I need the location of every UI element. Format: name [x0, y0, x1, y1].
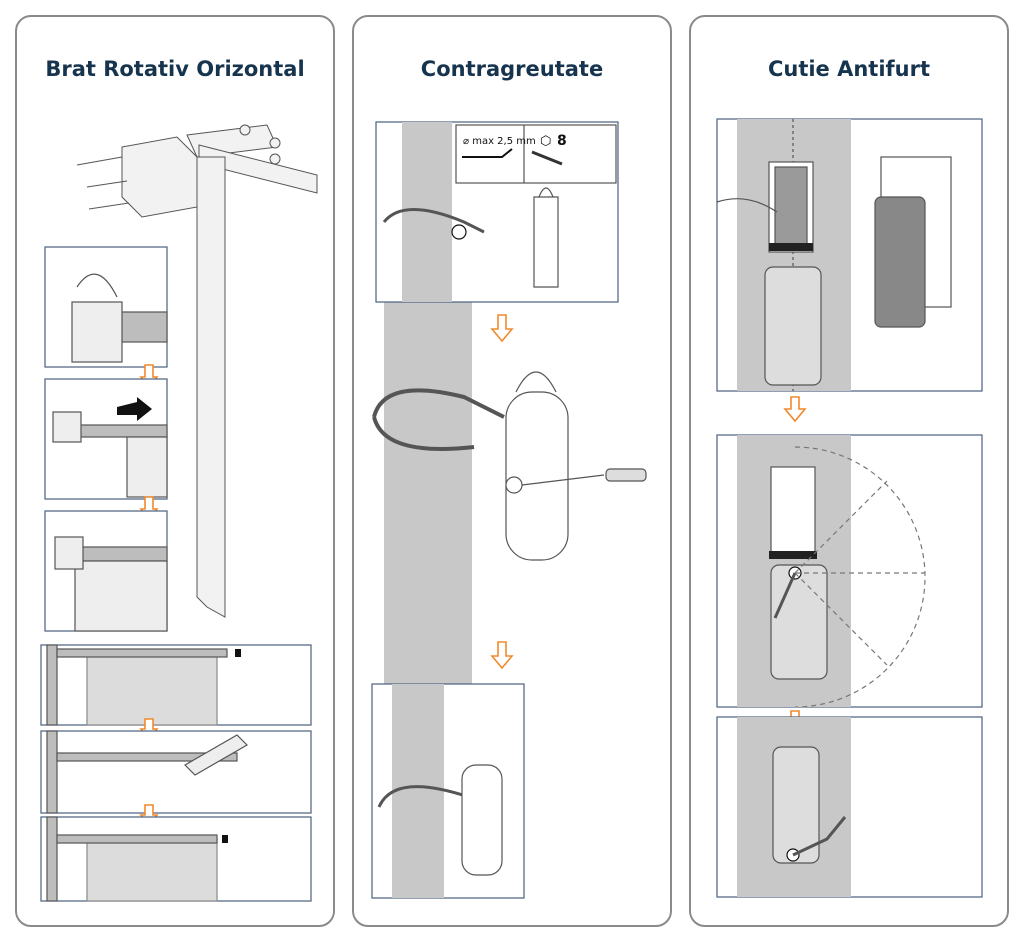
box-step-1	[716, 118, 983, 392]
roller-step-3	[40, 816, 312, 902]
wrench-size-label: 8	[557, 133, 567, 149]
clamp-final-inset	[371, 683, 525, 899]
contragreutate-illustration: ⌀ max 2,5 mm 8 ⬡	[371, 121, 647, 899]
arrow-down-icon	[783, 396, 807, 423]
panel-brat-rotativ: Brat Rotativ Orizontal	[15, 15, 335, 927]
roller-step-2	[40, 730, 312, 814]
bracket-step-1	[44, 246, 168, 368]
counterweight-assembly	[372, 371, 647, 561]
nut-icon: ⬡	[540, 134, 551, 149]
box-step-2	[716, 434, 983, 708]
bracket-exploded-view	[76, 124, 318, 618]
bracket-step-2	[44, 378, 168, 500]
cutie-antifurt-illustration	[716, 118, 983, 898]
arrow-down-icon	[490, 314, 514, 343]
hex-key-label: ⌀ max 2,5 mm	[463, 136, 536, 147]
bracket-step-3	[44, 510, 168, 632]
panel-title: Cutie Antifurt	[767, 57, 931, 81]
panel-title: Contragreutate	[420, 57, 604, 81]
box-step-3	[716, 716, 983, 898]
panel-contragreutate: Contragreutate ⌀ max 2,5 mm 8 ⬡	[352, 15, 672, 927]
arrow-down-icon	[490, 641, 514, 670]
roller-step-1	[40, 644, 312, 726]
tools-inset	[375, 121, 619, 303]
panel-cutie-antifurt: Cutie Antifurt	[689, 15, 1009, 927]
brat-rotativ-illustration	[40, 124, 318, 902]
panel-title: Brat Rotativ Orizontal	[45, 57, 305, 81]
